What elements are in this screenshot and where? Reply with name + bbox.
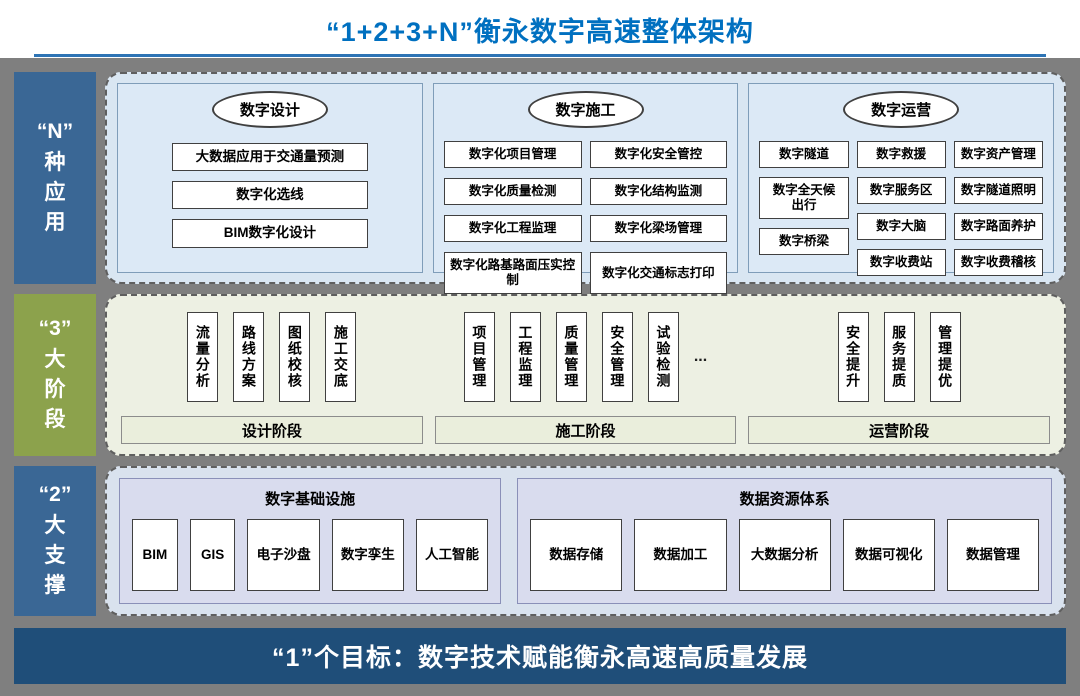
stage-item: 质量管理 [555, 312, 587, 402]
panel-digital-design: 数字设计 大数据应用于交通量预测 数字化选线 BIM数字化设计 [117, 83, 423, 273]
digital-design-title: 数字设计 [211, 91, 328, 128]
stage-construction: 项目管理 工程监理 质量管理 安全管理 试验检测 ... 施工阶段 [434, 306, 737, 444]
digital-construction-items: 数字化项目管理 数字化安全管控 数字化质量检测 数字化结构监测 数字化工程监理 … [443, 141, 728, 294]
header: “1+2+3+N”衡永数字高速整体架构 [0, 0, 1080, 58]
stage-design-items: 流量分析 路线方案 图纸校核 施工交底 [121, 306, 423, 408]
operation-item: 数字资产管理 [953, 141, 1043, 168]
stage-item: 图纸校核 [279, 312, 311, 402]
construction-item: 数字化质量检测 [443, 178, 582, 205]
digital-construction-title: 数字施工 [527, 91, 644, 128]
stage-construction-label: 施工阶段 [434, 416, 737, 444]
construction-item: 数字化交通标志打印 [589, 252, 728, 294]
operation-item: 数字救援 [856, 141, 946, 168]
construction-item: 数字化梁场管理 [589, 215, 728, 242]
stage-construction-items: 项目管理 工程监理 质量管理 安全管理 试验检测 ... [435, 306, 737, 408]
stage-operation-items: 安全提升 服务提质 管理提优 [748, 306, 1050, 408]
data-resources-title: 数据资源体系 [739, 491, 830, 508]
infrastructure-item: GIS [189, 519, 236, 591]
stage-operation-label: 运营阶段 [748, 416, 1051, 444]
operation-item: 数字隧道 [759, 141, 849, 168]
stage-item: 管理提优 [929, 312, 961, 402]
operation-column-1: 数字隧道 数字全天候 出行 数字桥梁 [759, 141, 849, 276]
design-item: 数字化选线 [171, 181, 368, 210]
supports-container: 数字基础设施 BIM GIS 电子沙盘 数字孪生 人工智能 数据资源体系 数据存… [105, 466, 1066, 616]
sidebar-three-stages: “3” 大 阶 段 [14, 294, 96, 456]
stage-item: 路线方案 [233, 312, 265, 402]
operation-item: 数字隧道照明 [953, 177, 1043, 204]
operation-item: 数字路面养护 [953, 213, 1043, 240]
data-resources-items: 数据存储 数据加工 大数据分析 数据可视化 数据管理 [530, 519, 1040, 591]
infrastructure-item: 数字孪生 [331, 519, 404, 591]
construction-item: 数字化安全管控 [589, 141, 728, 168]
stage-item: 项目管理 [463, 312, 495, 402]
construction-item: 数字化项目管理 [443, 141, 582, 168]
data-resource-item: 数据管理 [946, 519, 1040, 591]
page-title: “1+2+3+N”衡永数字高速整体架构 [326, 16, 754, 47]
operation-column-3: 数字资产管理 数字隧道照明 数字路面养护 数字收费稽核 [953, 141, 1043, 276]
stage-item: 安全管理 [601, 312, 633, 402]
row-three-stages: “3” 大 阶 段 流量分析 路线方案 图纸校核 施工交底 设计阶段 项目管理 … [14, 294, 1066, 456]
construction-item: 数字化结构监测 [589, 178, 728, 205]
stage-item: 服务提质 [883, 312, 915, 402]
digital-operation-items: 数字隧道 数字全天候 出行 数字桥梁 数字救援 数字服务区 数字大脑 数字收费站… [759, 141, 1043, 276]
construction-item: 数字化路基路面压实控制 [443, 252, 582, 294]
operation-item: 数字收费站 [856, 249, 946, 276]
data-resource-item: 数据可视化 [842, 519, 935, 591]
operation-item: 数字桥梁 [759, 228, 849, 255]
stage-item: 施工交底 [325, 312, 357, 402]
operation-column-2: 数字救援 数字服务区 数字大脑 数字收费站 [856, 141, 946, 276]
diagram-canvas: “N” 种 应 用 数字设计 大数据应用于交通量预测 数字化选线 BIM数字化设… [0, 58, 1080, 696]
panel-digital-operation: 数字运营 数字隧道 数字全天候 出行 数字桥梁 数字救援 数字服务区 数字大脑 … [748, 83, 1055, 276]
stages-container: 流量分析 路线方案 图纸校核 施工交底 设计阶段 项目管理 工程监理 质量管理 … [105, 294, 1066, 456]
data-resource-item: 数据存储 [530, 519, 623, 591]
infrastructure-item: 电子沙盘 [247, 519, 320, 591]
panel-data-resources: 数据资源体系 数据存储 数据加工 大数据分析 数据可视化 数据管理 [517, 478, 1052, 604]
data-resource-item: 大数据分析 [738, 519, 831, 591]
panel-digital-construction: 数字施工 数字化项目管理 数字化安全管控 数字化质量检测 数字化结构监测 数字化… [432, 83, 739, 294]
digital-design-items: 大数据应用于交通量预测 数字化选线 BIM数字化设计 [128, 143, 412, 248]
stage-item: 工程监理 [509, 312, 541, 402]
sidebar-n-applications: “N” 种 应 用 [14, 72, 96, 284]
operation-item: 数字全天候 出行 [759, 177, 849, 219]
stage-item: 安全提升 [837, 312, 869, 402]
goal-bar: “1”个目标：数字技术赋能衡永高速高质量发展 [14, 628, 1066, 684]
design-item: BIM数字化设计 [171, 219, 368, 248]
data-resource-item: 数据加工 [634, 519, 727, 591]
n-applications-container: 数字设计 大数据应用于交通量预测 数字化选线 BIM数字化设计 数字施工 数字化… [105, 72, 1066, 294]
sidebar-two-supports: “2” 大 支 撑 [14, 466, 96, 616]
operation-item: 数字服务区 [856, 177, 946, 204]
row-two-supports: “2” 大 支 撑 数字基础设施 BIM GIS 电子沙盘 数字孪生 人工智能 … [14, 466, 1066, 616]
stage-design: 流量分析 路线方案 图纸校核 施工交底 设计阶段 [121, 306, 423, 444]
stage-item: 流量分析 [187, 312, 219, 402]
panel-digital-infrastructure: 数字基础设施 BIM GIS 电子沙盘 数字孪生 人工智能 [119, 478, 502, 604]
digital-operation-title: 数字运营 [843, 91, 960, 128]
stage-operation: 安全提升 服务提质 管理提优 运营阶段 [748, 306, 1051, 444]
row-n-applications: “N” 种 应 用 数字设计 大数据应用于交通量预测 数字化选线 BIM数字化设… [14, 72, 1066, 294]
construction-item: 数字化工程监理 [443, 215, 582, 242]
title-underline [34, 54, 1046, 57]
ellipsis: ... [693, 348, 708, 365]
design-item: 大数据应用于交通量预测 [171, 143, 368, 172]
operation-item: 数字收费稽核 [953, 249, 1043, 276]
stage-item: 试验检测 [647, 312, 679, 402]
infrastructure-items: BIM GIS 电子沙盘 数字孪生 人工智能 [132, 519, 489, 591]
infrastructure-title: 数字基础设施 [265, 491, 356, 508]
infrastructure-item: BIM [132, 519, 178, 591]
operation-item: 数字大脑 [856, 213, 946, 240]
infrastructure-item: 人工智能 [415, 519, 489, 591]
stage-design-label: 设计阶段 [121, 416, 423, 444]
